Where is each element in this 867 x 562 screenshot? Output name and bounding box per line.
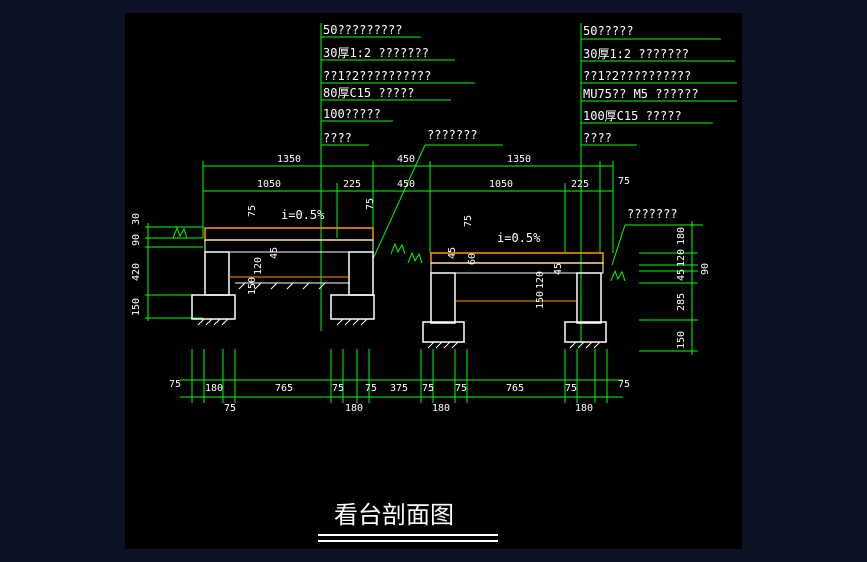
dim-in-45-a: 45 <box>269 247 280 259</box>
dim-v-150: 150 <box>131 298 142 316</box>
dim-450-mid: 450 <box>397 179 415 190</box>
callout-left: ??????? <box>427 128 478 142</box>
right-note-5: 100厚C15 ????? <box>583 109 682 123</box>
dim-1050-right: 1050 <box>489 179 513 190</box>
dim-in-75-a: 75 <box>247 205 258 217</box>
dim-225-right: 225 <box>571 179 589 190</box>
dim-in-120-b: 120 <box>535 271 546 289</box>
dim-b2-75: 75 <box>224 403 236 414</box>
dim-top-1350-right: 1350 <box>507 154 531 165</box>
dim-in-75-b: 75 <box>365 198 376 210</box>
dim-in-60: 60 <box>467 253 478 265</box>
dim-in-150-a: 150 <box>247 277 258 295</box>
left-note-1: 50????????? <box>323 23 402 37</box>
dim-in-45-c: 45 <box>553 263 564 275</box>
dim-1050-left: 1050 <box>257 179 281 190</box>
slope-label-right: i=0.5% <box>497 231 541 245</box>
left-note-3: ??1?2?????????? <box>323 69 431 83</box>
dim-b2-180-a: 180 <box>345 403 363 414</box>
dim-top-450: 450 <box>397 154 415 165</box>
slope-label-left: i=0.5% <box>281 208 325 222</box>
left-seat-section <box>172 226 406 326</box>
dim-75-top: 75 <box>618 176 630 187</box>
dim-v-30: 30 <box>131 213 142 225</box>
dim-b1-75-c: 75 <box>365 383 377 394</box>
dim-v-420: 420 <box>131 263 142 281</box>
left-note-2: 30厚1:2 ??????? <box>323 46 429 60</box>
dim-v-90-right: 90 <box>700 263 711 275</box>
left-vertical-dimensions: 30 90 420 150 <box>131 213 142 316</box>
top-dimensions: 1350 450 1350 1050 225 450 1050 225 75 <box>257 154 630 190</box>
drawing-title: 看台剖面图 <box>334 501 454 529</box>
dim-b1-75-g: 75 <box>618 379 630 390</box>
right-note-4: MU75?? M5 ?????? <box>583 87 699 101</box>
dim-in-45-b: 45 <box>447 247 458 259</box>
dim-b1-75-b: 75 <box>332 383 344 394</box>
right-note-2: 30厚1:2 ??????? <box>583 47 689 61</box>
right-seat-section <box>407 251 626 349</box>
dim-v-90: 90 <box>131 234 142 246</box>
dimension-lines <box>145 161 698 403</box>
dim-top-1350-left: 1350 <box>277 154 301 165</box>
right-note-3: ??1?2?????????? <box>583 69 691 83</box>
right-notes: 50????? 30厚1:2 ??????? ??1?2?????????? M… <box>583 24 699 145</box>
callout-right: ??????? <box>627 207 678 221</box>
bottom-dimensions-row2: 75 180 180 180 <box>224 403 593 414</box>
right-vertical-dimensions: 180 120 45 90 285 150 <box>676 227 711 349</box>
inner-dimensions: 75 45 120 150 75 45 60 75 120 150 45 <box>247 198 564 309</box>
left-note-5: 100????? <box>323 107 381 121</box>
dim-b1-75-e: 75 <box>455 383 467 394</box>
dim-b1-75-d: 75 <box>422 383 434 394</box>
dim-v-285: 285 <box>676 293 687 311</box>
dim-b1-765-a: 765 <box>275 383 293 394</box>
dim-b1-75-f: 75 <box>565 383 577 394</box>
bottom-dimensions-row1: 75 180 765 75 75 375 75 75 765 75 75 <box>169 379 630 394</box>
right-note-6: ???? <box>583 131 612 145</box>
dim-v-150-right: 150 <box>676 331 687 349</box>
right-note-1: 50????? <box>583 24 634 38</box>
left-notes: 50????????? 30厚1:2 ??????? ??1?2????????… <box>323 23 431 145</box>
section-drawing: 50????????? 30厚1:2 ??????? ??1?2????????… <box>131 23 737 542</box>
drawing-canvas: 50????????? 30厚1:2 ??????? ??1?2????????… <box>125 13 742 549</box>
dim-b2-180-b: 180 <box>432 403 450 414</box>
dim-225-left: 225 <box>343 179 361 190</box>
dim-b1-180-a: 180 <box>205 383 223 394</box>
dim-b1-75-a: 75 <box>169 379 181 390</box>
dim-v-180: 180 <box>676 227 687 245</box>
dim-v-45: 45 <box>676 269 687 281</box>
dim-b1-375: 375 <box>390 383 408 394</box>
dim-in-75-c: 75 <box>463 215 474 227</box>
dim-in-150-b: 150 <box>535 291 546 309</box>
dim-b2-180-c: 180 <box>575 403 593 414</box>
dim-in-120-a: 120 <box>253 257 264 275</box>
left-note-6: ???? <box>323 131 352 145</box>
dim-v-120: 120 <box>676 249 687 267</box>
left-note-4: 80厚C15 ????? <box>323 86 414 100</box>
dim-b1-765-b: 765 <box>506 383 524 394</box>
